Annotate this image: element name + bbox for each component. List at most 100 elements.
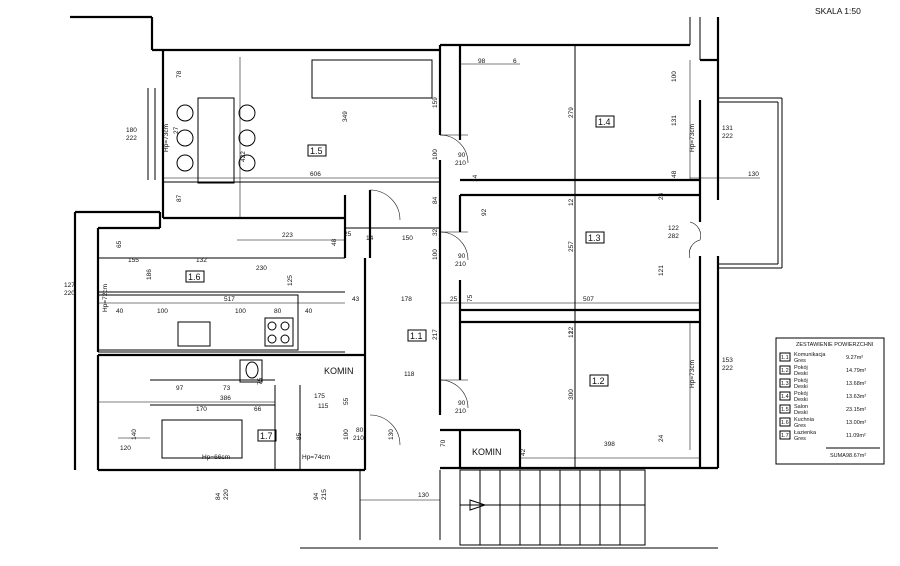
dimension-label: 70 xyxy=(440,439,447,447)
legend-row: 1.4 Pokój Deski 13.63m² xyxy=(779,391,866,403)
door-labels: 90 210 90 210 90 210 80 210 xyxy=(353,152,466,442)
dimension-label: 48 xyxy=(331,238,338,246)
dimension-label: 48 xyxy=(671,170,678,178)
dimension-label: 131 xyxy=(671,115,678,126)
sill-height-label: Hp=73cm xyxy=(689,360,696,388)
dimension-label: 100 xyxy=(432,249,439,260)
window-labels: 180 222 131 222 127 220 153 222 xyxy=(64,125,733,372)
dimension-label: 140 xyxy=(131,429,138,440)
room-label-1.5: 1.5 xyxy=(310,146,323,156)
dimension-label: 98 xyxy=(478,58,486,65)
door-label-bottom: 210 xyxy=(353,435,364,442)
dimension-label: 386 xyxy=(220,395,231,402)
dimension-label: 217 xyxy=(432,329,439,340)
legend-row-name: Łazienka xyxy=(794,430,817,436)
dimension-label: 25 xyxy=(450,296,458,303)
sill-height-label: Hp=74cm xyxy=(302,454,330,461)
door-label-top: 90 xyxy=(458,152,466,159)
dimension-label: 175 xyxy=(314,393,325,400)
dimension-label: 84 xyxy=(432,196,439,204)
dimension-label: 100 xyxy=(157,308,168,315)
legend-row-area: 13.00m² xyxy=(846,420,866,426)
dimension-label: 223 xyxy=(282,232,293,239)
legend-row-no: 1.3 xyxy=(781,381,789,387)
dimension-label: 40 xyxy=(305,308,313,315)
legend-row: 1.3 Pokój Deski 13.68m² xyxy=(779,378,866,390)
window-label-top: 153 xyxy=(722,357,733,364)
legend-row-floor: Deski xyxy=(794,384,808,390)
dimension-label: 279 xyxy=(568,107,575,118)
dimension-label: 12 xyxy=(568,326,575,334)
legend-sum-label: SUMA xyxy=(830,453,846,459)
legend-sum-value: 98.67m² xyxy=(846,453,866,459)
dimension-label: 257 xyxy=(568,241,575,252)
dimension-label: 121 xyxy=(658,265,665,276)
window-label-bottom: 222 xyxy=(722,133,733,140)
dimension-label: 24 xyxy=(658,192,665,200)
legend-row-area: 11.09m² xyxy=(846,433,866,439)
window-label-bottom: 222 xyxy=(126,135,137,142)
window-label-top: 94 xyxy=(313,492,320,500)
window-label-top: 127 xyxy=(64,282,75,289)
dimension-label: 12 xyxy=(568,198,575,206)
legend-row-floor: Gres xyxy=(794,436,806,442)
dining-table xyxy=(176,97,256,184)
room-label-1.7: 1.7 xyxy=(260,431,273,441)
bathroom-walls xyxy=(96,353,367,472)
legend-row-no: 1.5 xyxy=(781,407,789,413)
dimension-label: 87 xyxy=(176,194,183,202)
dimension-label: 65 xyxy=(116,240,123,248)
door-label-top: 90 xyxy=(458,400,466,407)
legend-row-area: 13.68m² xyxy=(846,381,866,387)
window-label-bottom: 215 xyxy=(321,489,328,500)
dimension-label: 55 xyxy=(343,397,350,405)
dimension-label: 42 xyxy=(520,448,527,456)
dimension-label: 85 xyxy=(296,432,303,440)
dimension-label: 170 xyxy=(196,406,207,413)
dimension-label: 178 xyxy=(401,296,412,303)
sill-height-label: Hp=73cm xyxy=(689,124,696,152)
dimension-label: 282 xyxy=(668,233,679,240)
dimension-label: 132 xyxy=(196,257,207,264)
legend-row-name: Kuchnia xyxy=(794,417,815,423)
legend-row-no: 1.2 xyxy=(781,368,789,374)
dimension-label: 122 xyxy=(668,225,679,232)
legend-row-area: 14.79m² xyxy=(846,368,866,374)
legend-row-floor: Deski xyxy=(794,371,808,377)
lower-entry-walls xyxy=(300,428,718,549)
sill-height-labels: Hp=73cm Hp=73cm Hp=72cm Hp=73cm Hp=66cm … xyxy=(102,124,696,461)
bottom-window-labels: 84 220 94 215 xyxy=(215,489,328,500)
sill-height-label: Hp=73cm xyxy=(163,124,170,152)
dimension-label: 300 xyxy=(568,389,575,400)
dimension-label: 78 xyxy=(176,70,183,78)
legend-row-no: 1.7 xyxy=(781,433,789,439)
sill-height-label: Hp=72cm xyxy=(102,284,109,312)
legend-row-floor: Deski xyxy=(794,397,808,403)
door-label-bottom: 210 xyxy=(455,160,466,167)
room-label-1.1: 1.1 xyxy=(410,331,423,341)
dimension-label: 349 xyxy=(342,111,349,122)
sill-height-label: Hp=66cm xyxy=(202,454,230,461)
bedroom-walls xyxy=(440,45,720,470)
legend-row: 1.2 Pokój Deski 14.79m² xyxy=(779,365,866,377)
dimension-label: 100 xyxy=(671,71,678,82)
dimension-label: 32 xyxy=(432,228,439,236)
legend-row-name: Salon xyxy=(794,404,808,410)
scale-label: SKALA 1:50 xyxy=(815,6,861,16)
window-label-bottom: 222 xyxy=(722,365,733,372)
door-swings xyxy=(369,134,701,446)
legend-row-no: 1.4 xyxy=(781,394,789,400)
door-label-bottom: 210 xyxy=(455,261,466,268)
window-label-top: 84 xyxy=(215,492,222,500)
legend-row-no: 1.6 xyxy=(781,420,789,426)
dimension-label: 27 xyxy=(173,126,180,134)
room-label-1.6: 1.6 xyxy=(188,272,201,282)
dimension-label: 100 xyxy=(432,149,439,160)
legend-row-floor: Gres xyxy=(794,423,806,429)
balcony xyxy=(718,97,783,269)
staircase xyxy=(459,469,646,546)
corridor-walls xyxy=(73,190,442,470)
dimension-label: 159 xyxy=(432,97,439,108)
legend-title: ZESTAWIENIE POWIERZCHNI xyxy=(796,342,874,348)
